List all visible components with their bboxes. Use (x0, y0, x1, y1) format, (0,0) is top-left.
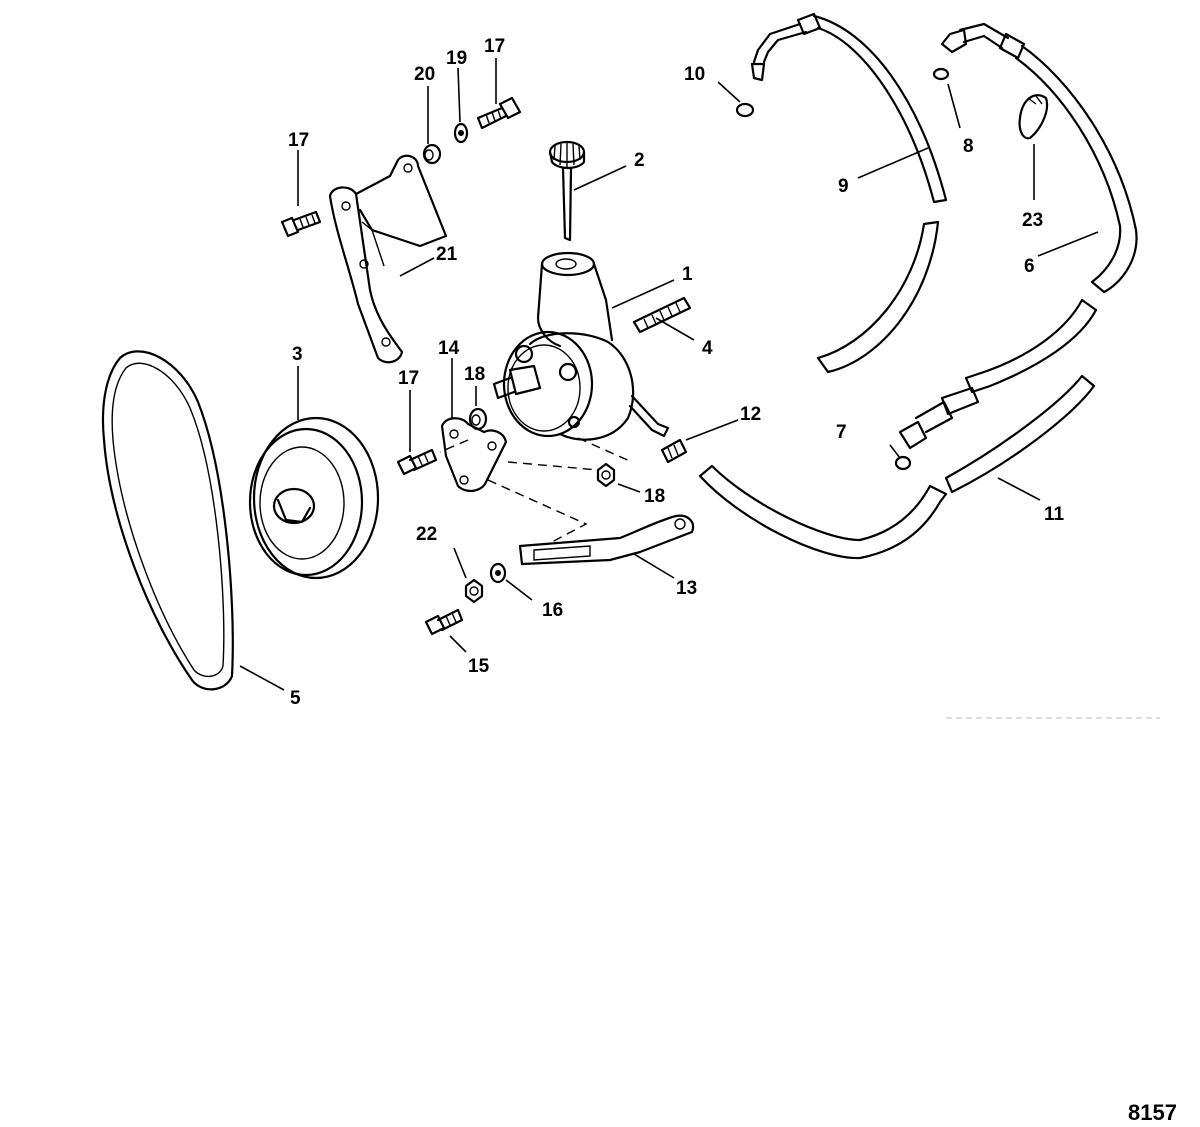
callout-1: 1 (682, 264, 693, 285)
callout-22: 22 (416, 524, 437, 545)
adjusting-bracket (518, 514, 695, 566)
callout-12: 12 (740, 404, 761, 425)
callout-16: 16 (542, 600, 563, 621)
callout-18-lower: 18 (644, 486, 665, 507)
callout-17-lower: 17 (398, 368, 419, 389)
callout-15: 15 (468, 656, 490, 677)
fitting (660, 438, 688, 464)
o-ring-8 (932, 67, 950, 81)
power-steering-pump (492, 251, 670, 441)
return-hose (898, 22, 1138, 450)
nut-22 (464, 578, 484, 604)
bolt-15 (424, 608, 464, 636)
bolt-17-left (280, 210, 322, 238)
callout-21: 21 (436, 244, 458, 265)
stud (632, 296, 692, 334)
dipstick-cap (548, 140, 586, 242)
nut-18-upper (468, 407, 488, 431)
bolt-17-top (476, 96, 522, 130)
figure-number: 8157 (1128, 1100, 1177, 1125)
callout-19: 19 (446, 48, 467, 69)
callout-11: 11 (1044, 504, 1065, 525)
callout-14: 14 (438, 338, 460, 359)
washer-19 (453, 122, 469, 144)
nut-18-lower (596, 462, 616, 488)
pressure-hose (750, 12, 948, 374)
callout-3: 3 (292, 344, 303, 365)
callout-8: 8 (963, 136, 974, 157)
drive-belt (101, 350, 234, 691)
o-ring-10 (735, 102, 755, 118)
assembly-lines (439, 437, 633, 543)
callout-23: 23 (1022, 210, 1043, 231)
mounting-bracket (328, 154, 448, 364)
hose-clamp (1018, 94, 1049, 140)
callout-7: 7 (836, 422, 847, 443)
callout-5: 5 (290, 688, 301, 709)
o-ring-7 (894, 455, 912, 471)
callout-2: 2 (634, 150, 645, 171)
callout-17-top: 17 (484, 36, 505, 57)
callout-13: 13 (676, 578, 697, 599)
callout-18-upper: 18 (464, 364, 485, 385)
nut-20 (422, 143, 442, 165)
pulley (248, 416, 380, 580)
callout-6: 6 (1024, 256, 1035, 277)
brace-14 (440, 417, 508, 492)
washer-16 (489, 562, 507, 584)
leader-lines (239, 58, 1099, 691)
callout-labels: 1 2 3 4 5 6 7 8 9 10 11 12 13 14 15 16 1… (288, 36, 1065, 709)
callout-9: 9 (838, 176, 849, 197)
bolt-17-lower (396, 448, 438, 476)
cooler-hose (698, 374, 1096, 560)
callout-4: 4 (702, 338, 713, 359)
callout-17-left: 17 (288, 130, 309, 151)
callout-20: 20 (414, 64, 435, 85)
callout-10: 10 (684, 64, 705, 85)
